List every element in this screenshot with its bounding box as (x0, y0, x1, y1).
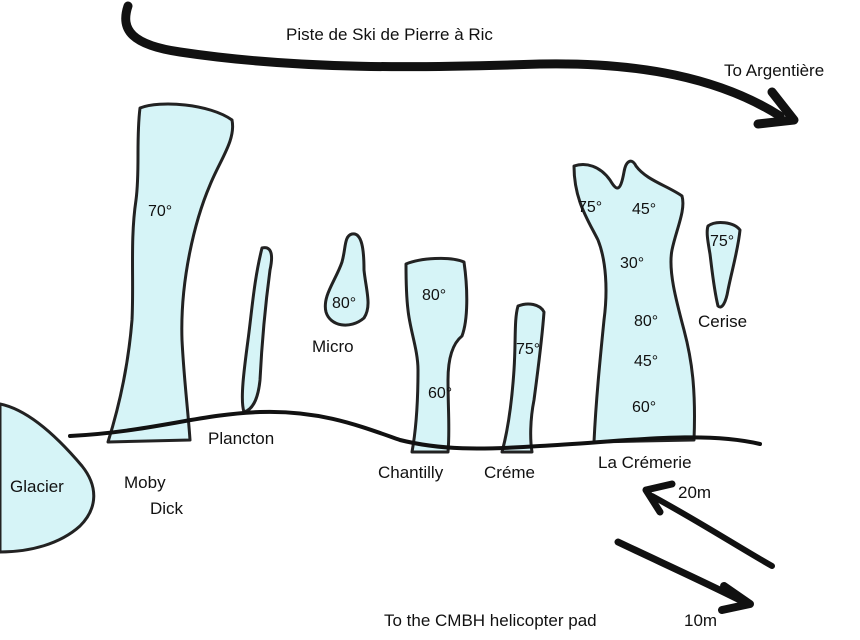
ice-fall-creme (500, 302, 546, 454)
glacier-shape (0, 402, 96, 554)
cremerie-arrowhead (642, 480, 676, 516)
angle-cremerie-60: 60° (632, 399, 657, 416)
cremerie-arrow-line (649, 493, 775, 569)
plancton-label: Plancton (208, 429, 275, 448)
angle-cremerie-45: 45° (634, 353, 659, 370)
argentiere-arrow-line (121, 1, 785, 121)
moby-dick-label-line2: Dick (150, 499, 184, 518)
helipad-arrowhead (718, 582, 754, 614)
angle-cremerie-left: 75° (578, 199, 603, 216)
angle-cremerie-30: 30° (620, 255, 645, 272)
angle-micro: 80° (332, 295, 357, 312)
ice-fall-moby-dick (106, 102, 235, 444)
ice-fall-cerise (705, 221, 742, 309)
chantilly-label: Chantilly (378, 463, 444, 482)
ice-fall-chantilly (404, 256, 469, 454)
angle-chantilly-top: 80° (422, 287, 447, 304)
distance-10m-label: 10m (684, 611, 718, 630)
base-path-line (68, 409, 762, 451)
glacier-label: Glacier (10, 477, 64, 496)
helipad-label: To the CMBH helicopter pad (384, 611, 597, 630)
ice-fall-plancton (240, 246, 274, 414)
micro-label: Micro (312, 337, 354, 356)
ice-fall-micro (323, 232, 370, 327)
piste-label: Piste de Ski de Pierre à Ric (286, 25, 493, 44)
distance-20m-label: 20m (678, 483, 712, 502)
moby-dick-label-line1: Moby (124, 473, 166, 492)
la-cremerie-label: La Crémerie (598, 453, 692, 472)
angle-creme: 75° (516, 341, 541, 358)
angle-chantilly-bottom: 60° (428, 385, 453, 402)
ice-fall-la-cremerie (572, 159, 697, 444)
to-argentiere-label: To Argentière (724, 61, 825, 80)
cerise-label: Cerise (698, 312, 748, 331)
angle-cerise: 75° (710, 233, 735, 250)
angle-cremerie-80: 80° (634, 313, 659, 330)
creme-label: Créme (484, 463, 536, 482)
angle-cremerie-top: 45° (632, 201, 657, 218)
argentiere-arrowhead (753, 87, 799, 129)
helipad-arrow-line (614, 538, 744, 604)
angle-moby-dick: 70° (148, 203, 173, 220)
